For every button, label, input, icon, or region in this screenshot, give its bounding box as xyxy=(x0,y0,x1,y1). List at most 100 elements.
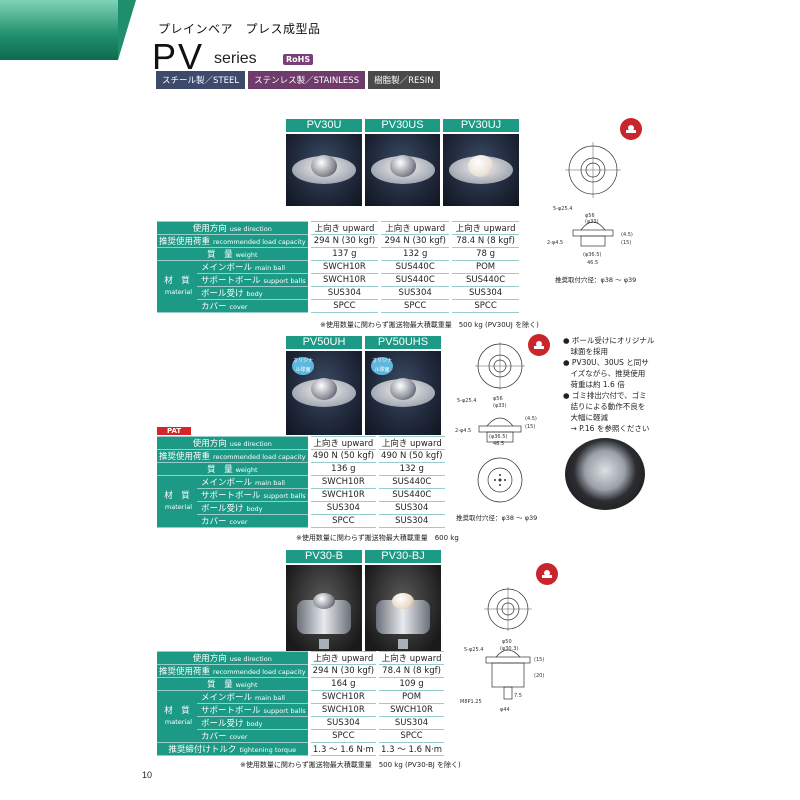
table-cell: SUS304 xyxy=(376,716,445,730)
dim-label: (φ30.3) xyxy=(500,646,518,652)
table-cell: SPCC xyxy=(307,729,378,743)
body-en: body xyxy=(246,505,263,513)
table-cell: SPCC xyxy=(376,729,445,743)
table-cell: SPCC xyxy=(449,299,519,313)
dim-label: 5-φ25.4 xyxy=(457,398,476,404)
block2-dimension-drawing: 5-φ25.4 φ56 (φ33) 2-φ4.5 (φ36.5) 46.5 (4… xyxy=(455,342,537,503)
cover-label: カバー xyxy=(200,302,227,312)
support-ball-en: support balls xyxy=(263,277,306,285)
table-cell: 1.3 〜 1.6 N·m xyxy=(307,742,378,756)
table-cell: 490 N (50 kgf) xyxy=(307,449,378,463)
dim-label: φ56 xyxy=(585,213,595,219)
upward-mount-icon xyxy=(536,563,558,585)
table-cell: SWCH10R xyxy=(307,690,378,704)
weight-en: weight xyxy=(235,466,258,474)
load-en: recommended load capacity xyxy=(213,238,306,246)
use-direction-label: 使用方向 xyxy=(192,654,227,664)
block3-dimension-drawing: 5-φ25.4 φ50 (φ30.3) M8P1.25 φ44 7.5 (20)… xyxy=(460,587,544,713)
dim-label: φ50 xyxy=(502,639,512,645)
model-header-pv30-bj: PV30-BJ xyxy=(365,550,441,563)
table-cell: SPCC xyxy=(307,299,380,313)
block2-hole-note: 推奨取付穴径：φ38 〜 φ39 xyxy=(456,514,538,522)
table-cell: SUS304 xyxy=(378,286,451,300)
material-label: 材 質 xyxy=(164,275,190,286)
body-label: ボール受け xyxy=(200,719,244,729)
support-ball-en: support balls xyxy=(263,492,306,500)
dim-label: (20) xyxy=(534,673,544,679)
table-cell: 132 g xyxy=(376,462,445,476)
table-cell: SUS304 xyxy=(376,514,445,528)
torque-label: 推奨締付けトルク xyxy=(168,745,237,755)
table-cell: 78.4 N (8 kgf) xyxy=(449,234,519,248)
feature-line: ● PV30U、30US と同サ xyxy=(563,358,649,367)
main-ball-en: main ball xyxy=(254,264,285,272)
patent-badge: PAT xyxy=(157,427,192,435)
feature-line: ● ボール受けにオリジナル xyxy=(563,336,655,345)
upward-mount-icon xyxy=(528,334,550,356)
product-photo-pv30uj xyxy=(443,134,519,206)
feature-line: 詰りによる動作不良を xyxy=(563,402,646,411)
series-label: series xyxy=(214,50,257,67)
table-cell: SWCH10R xyxy=(307,475,378,489)
main-ball-en: main ball xyxy=(254,694,285,702)
table-cell: SUS304 xyxy=(307,286,380,300)
page-number: 10 xyxy=(142,770,153,780)
header-decoration xyxy=(0,0,118,60)
table-cell: SWCH10R xyxy=(376,703,445,717)
dim-label: 46.5 xyxy=(587,260,598,266)
weight-label: 質 量 xyxy=(207,465,233,475)
dim-label: φ56 xyxy=(493,396,503,402)
table-cell: 294 N (30 kgf) xyxy=(307,234,380,248)
block1-hole-note: 推奨取付穴径：φ38 〜 φ39 xyxy=(555,276,637,284)
product-photo-pv50uh: オリジナル球面 xyxy=(286,351,362,435)
feature-line: → P.16 を参照ください xyxy=(563,424,650,433)
cover-label: カバー xyxy=(200,732,227,742)
model-header-pv50uhs: PV50UHS xyxy=(365,336,441,349)
dim-label: (φ36.5) xyxy=(583,252,601,258)
feature-line: 球面を採用 xyxy=(563,347,608,356)
torque-en: tightening torque xyxy=(239,746,297,754)
product-photo-pv30-bj xyxy=(365,565,441,655)
table-cell: SWCH10R xyxy=(307,488,378,502)
block3-product-images: PV30-B PV30-BJ xyxy=(286,550,441,655)
table-cell: 上向き upward xyxy=(307,436,378,450)
dim-label: (φ36.5) xyxy=(489,434,507,440)
load-en: recommended load capacity xyxy=(213,668,306,676)
product-photo-pv50uhs: オリジナル球面 xyxy=(365,351,441,435)
table-cell: 1.3 〜 1.6 N·m xyxy=(376,742,445,756)
table-cell: 294 N (30 kgf) xyxy=(378,234,451,248)
use-direction-label: 使用方向 xyxy=(192,224,227,234)
table-cell: 136 g xyxy=(307,462,378,476)
cover-en: cover xyxy=(229,733,248,741)
table-cell: 上向き upward xyxy=(378,221,451,235)
table-cell: SUS440C xyxy=(449,273,519,287)
main-ball-label: メインボール xyxy=(200,693,252,703)
material-label: 材 質 xyxy=(164,490,190,501)
table-cell: 132 g xyxy=(378,247,451,261)
table-cell: 上向き upward xyxy=(376,436,445,450)
weight-en: weight xyxy=(235,681,258,689)
upward-mount-icon xyxy=(620,118,642,140)
product-photo-pv30u xyxy=(286,134,362,206)
dim-label: (15) xyxy=(621,240,631,246)
material-en: material xyxy=(164,287,193,296)
dim-label: 46.5 xyxy=(493,441,504,447)
dim-label: M8P1.25 xyxy=(460,699,482,705)
block1-dimension-drawing: 5-φ25.4 φ56 (φ33) 2-φ4.5 (φ36.5) 46.5 (4… xyxy=(547,142,633,266)
table-cell: SPCC xyxy=(307,514,378,528)
